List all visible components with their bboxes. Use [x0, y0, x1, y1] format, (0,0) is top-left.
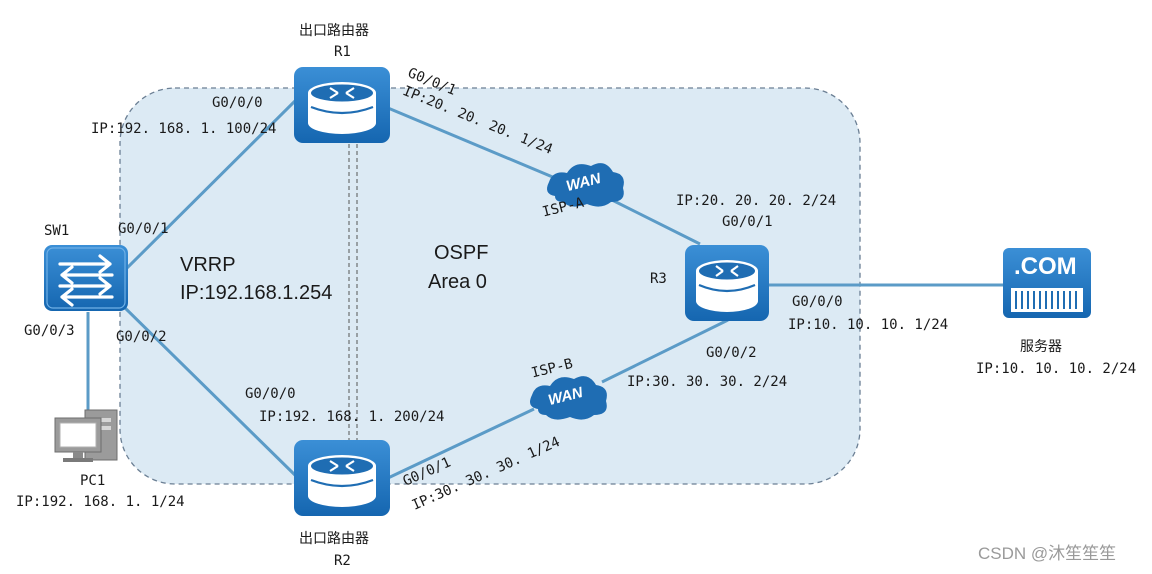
link-wan-b-r3: [601, 318, 729, 384]
server-name: 服务器: [1020, 339, 1062, 355]
sw1-name: SW1: [44, 223, 70, 239]
r3-ip-a: IP:20. 20. 20. 2/24: [676, 193, 837, 209]
r3-port-b: G0/0/2: [706, 345, 757, 361]
vrrp-ip: IP:192.168.1.254: [180, 282, 333, 304]
link-sw1-r1: [118, 96, 300, 277]
server-icon[interactable]: [1003, 248, 1091, 318]
links: [86, 96, 1004, 480]
pc1-icon[interactable]: [54, 409, 118, 462]
watermark: CSDN @沐笙笙笙: [978, 544, 1117, 563]
switch-sw1-icon[interactable]: [44, 245, 128, 311]
r2-name: R2: [334, 553, 351, 569]
sw1-port3: G0/0/3: [24, 323, 75, 339]
r2-role: 出口路由器: [299, 531, 369, 547]
r2-ip-lan: IP:192. 168. 1. 200/24: [259, 409, 445, 425]
ospf-title: OSPF: [434, 242, 489, 264]
link-sw1-r2: [118, 301, 300, 480]
link-wan-a-r3: [611, 198, 701, 246]
router-r3-icon[interactable]: [685, 245, 769, 321]
r3-ip-srv: IP:10. 10. 10. 1/24: [788, 317, 949, 333]
r1-port-lan: G0/0/0: [212, 95, 263, 111]
r2-port-lan: G0/0/0: [245, 386, 296, 402]
router-r1-icon[interactable]: [294, 67, 390, 143]
sw1-port1: G0/0/1: [118, 221, 169, 237]
wan-cloud-b-icon: [530, 376, 607, 420]
pc1-name: PC1: [80, 473, 106, 489]
router-r2-icon[interactable]: [294, 440, 390, 516]
wan-cloud-a-icon: [547, 163, 624, 207]
server-badge: .COM: [1014, 253, 1077, 280]
r1-name: R1: [334, 44, 351, 60]
ospf-subtitle: Area 0: [428, 271, 487, 293]
link-r1-wan-a: [387, 106, 556, 180]
server-ip: IP:10. 10. 10. 2/24: [976, 361, 1137, 377]
r3-ip-b: IP:30. 30. 30. 2/24: [627, 374, 788, 390]
r1-ip-lan: IP:192. 168. 1. 100/24: [91, 121, 277, 137]
pc1-ip: IP:192. 168. 1. 1/24: [16, 494, 185, 510]
vrrp-heartbeat: [348, 130, 358, 448]
link-r2-wan-b: [387, 407, 535, 480]
r3-name: R3: [650, 271, 667, 287]
r3-port-a: G0/0/1: [722, 214, 773, 230]
vrrp-label: VRRP: [180, 254, 236, 276]
r1-role: 出口路由器: [299, 23, 369, 39]
r3-port-srv: G0/0/0: [792, 294, 843, 310]
sw1-port2: G0/0/2: [116, 329, 167, 345]
